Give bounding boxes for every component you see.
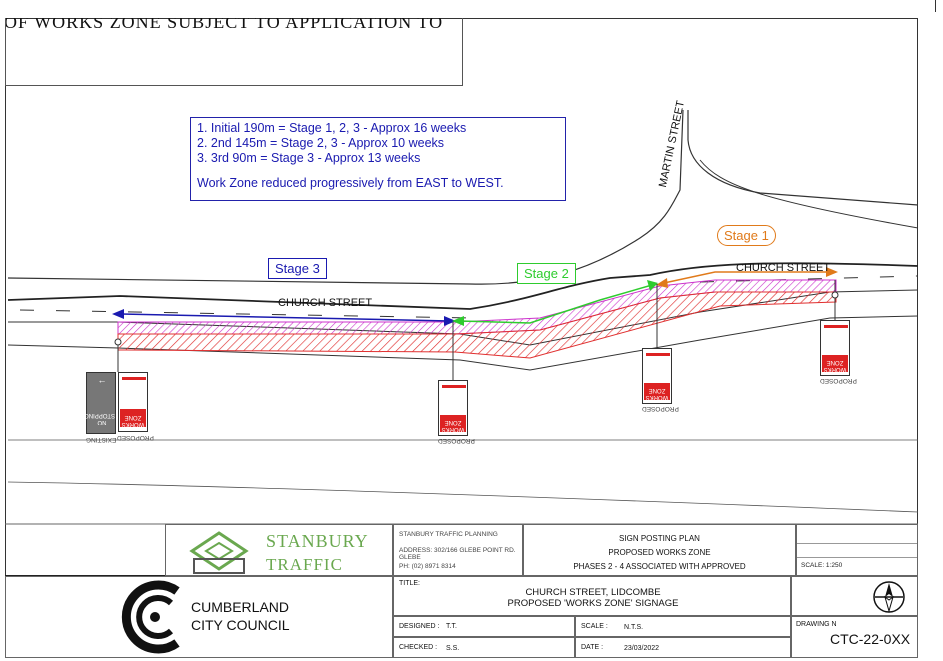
stage1-label: Stage 1 <box>717 225 776 246</box>
plan-title-2: PROPOSED WORKS ZONE <box>608 548 711 557</box>
works-zone-sign-4: WORKS ZONE <box>820 320 850 376</box>
traffic-name: TRAFFIC <box>266 555 343 574</box>
stanbury-name: STANBURY <box>266 531 369 551</box>
date-label: DATE : <box>581 644 604 651</box>
checked-cell: CHECKED : S.S. <box>393 637 575 658</box>
scale-cell: SCALE: 1:250 <box>796 524 918 576</box>
title-line-2: PROPOSED 'WORKS ZONE' SIGNAGE <box>507 598 679 609</box>
designed-value: T.T. <box>446 623 457 630</box>
north-kerb <box>7 109 684 285</box>
title-cell: TITLE: CHURCH STREET, LIDCOMBE PROPOSED … <box>393 576 791 616</box>
church-street-west-label: CHURCH STREET <box>278 297 373 309</box>
existing-no-stopping-sign: ← NO STOPPING <box>84 372 116 434</box>
stage2-arrow <box>452 280 658 326</box>
stage3-label: Stage 3 <box>268 258 327 279</box>
consultant-address: ADDRESS: 302/166 GLEBE POINT RD. GLEBE <box>399 547 516 561</box>
scale-label: SCALE : <box>581 623 608 630</box>
martin-east-kerb-2 <box>699 159 919 229</box>
works-zone-text: WORKS ZONE <box>822 355 848 372</box>
proposed-label-1: PROPOSED <box>117 434 154 441</box>
north-kerb-2 <box>7 262 919 310</box>
note-line-1: 1. Initial 190m = Stage 1, 2, 3 - Approx… <box>197 121 467 135</box>
checked-label: CHECKED : <box>399 644 438 651</box>
date-cell: DATE : 23/03/2022 <box>575 637 791 658</box>
council-name-1: CUMBERLAND <box>191 599 290 615</box>
designed-cell: DESIGNED : T.T. <box>393 616 575 637</box>
plan-title-cell: SIGN POSTING PLAN PROPOSED WORKS ZONE PH… <box>523 524 796 576</box>
scale-value-cell: SCALE : N.T.S. <box>575 616 791 637</box>
note-line-3: 3. 3rd 90m = Stage 3 - Approx 13 weeks <box>197 151 421 165</box>
consultant-details-cell: STANBURY TRAFFIC PLANNING ADDRESS: 302/1… <box>393 524 523 576</box>
existing-label: EXISTING <box>86 436 117 443</box>
drawing-number: CTC-22-0XX <box>830 631 911 647</box>
works-zone-text: WORKS ZONE <box>644 383 670 400</box>
title-label: TITLE: <box>399 580 421 587</box>
no-stopping-text: NO STOPPING <box>84 412 115 425</box>
works-zone-sign-1: WORKS ZONE <box>118 372 148 432</box>
right-edge-mark <box>935 0 936 12</box>
stage1-arrow <box>656 267 838 288</box>
property-line <box>7 481 919 513</box>
date-value: 23/03/2022 <box>624 645 660 652</box>
note-line-4: Work Zone reduced progressively from EAS… <box>197 176 504 190</box>
left-arrow-icon: ← <box>97 375 107 385</box>
consultant-logo-cell: STANBURY TRAFFIC <box>165 524 393 576</box>
stage-notes-box: 1. Initial 190m = Stage 1, 2, 3 - Approx… <box>190 117 566 201</box>
scale-small: SCALE: 1:250 <box>801 562 843 569</box>
church-street-east-label: CHURCH STREET <box>736 262 831 274</box>
proposed-label-4: PROPOSED <box>820 377 857 384</box>
note-line-2: 2. 2nd 145m = Stage 2, 3 - Approx 10 wee… <box>197 136 445 150</box>
centre-line <box>19 309 471 319</box>
stage2-label: Stage 2 <box>517 263 576 284</box>
martin-east-kerb <box>687 110 919 206</box>
council-cell: CUMBERLAND CITY COUNCIL <box>5 576 393 658</box>
title-line-1: CHURCH STREET, LIDCOMBE <box>525 587 661 598</box>
works-zone-sign-2: WORKS ZONE <box>438 380 468 436</box>
plan-title-3: PHASES 2 - 4 ASSOCIATED WITH APPROVED <box>573 562 746 571</box>
drawing-number-cell: DRAWING N CTC-22-0XX <box>791 616 918 658</box>
works-zone-sign-3: WORKS ZONE <box>642 348 672 404</box>
top-note-box: OF WORKS ZONE SUBJECT TO APPLICATION TO <box>5 18 463 86</box>
works-zone-text: WORKS ZONE <box>440 415 466 432</box>
scale-value: N.T.S. <box>624 624 644 631</box>
stanbury-logo-icon <box>189 531 249 574</box>
north-arrow-icon <box>873 581 905 613</box>
consultant-phone: PH: (02) 8971 8314 <box>399 563 456 570</box>
council-name-2: CITY COUNCIL <box>191 617 290 633</box>
stage3-arrow <box>112 309 456 326</box>
cumberland-logo-icon <box>121 580 180 654</box>
proposed-label-3: PROPOSED <box>642 405 679 412</box>
drawing-label: DRAWING N <box>796 621 837 628</box>
plan-title-1: SIGN POSTING PLAN <box>619 534 700 543</box>
designed-label: DESIGNED : <box>399 623 440 630</box>
top-note-text: OF WORKS ZONE SUBJECT TO APPLICATION TO <box>5 18 444 32</box>
proposed-label-2: PROPOSED <box>438 437 475 444</box>
checked-value: S.S. <box>446 645 460 652</box>
works-zone-text: WORKS ZONE <box>120 409 146 427</box>
north-arrow-cell <box>791 576 918 616</box>
consultant-company: STANBURY TRAFFIC PLANNING <box>399 531 498 538</box>
